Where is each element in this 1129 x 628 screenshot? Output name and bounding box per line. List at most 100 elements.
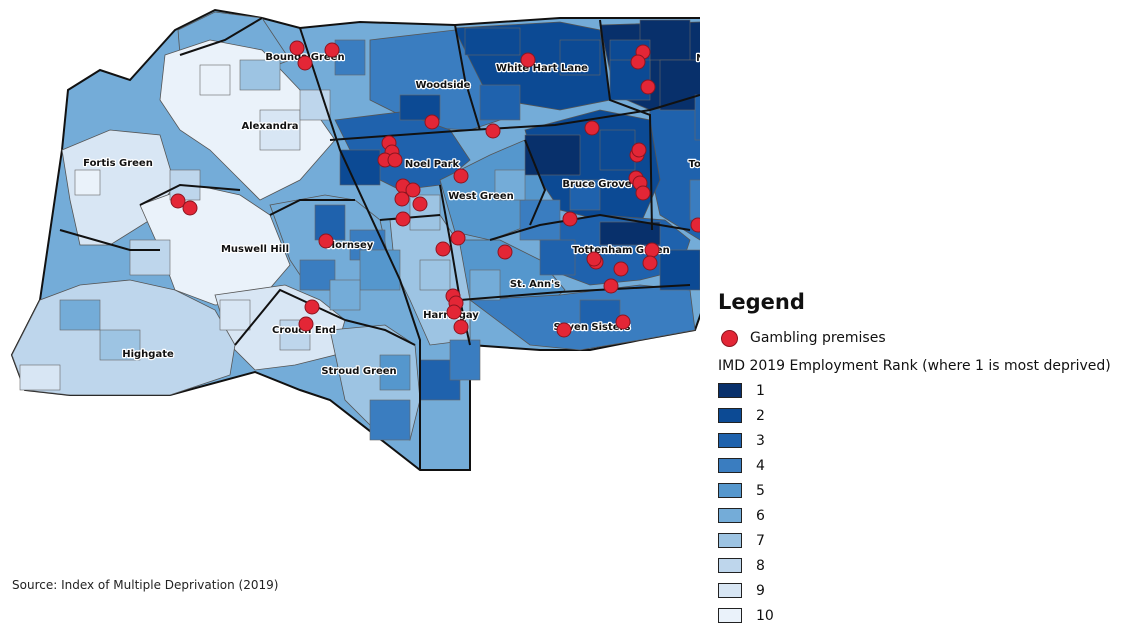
- ward-label: Tottenham Hale: [689, 159, 700, 170]
- gambling-premise-point: [170, 193, 186, 209]
- lsoa-area: [359, 249, 401, 291]
- legend-rank-swatch: [718, 583, 742, 598]
- legend-rank-swatch: [718, 383, 742, 398]
- ward-label: Seven Sisters: [554, 322, 631, 333]
- ward-boundary: [454, 24, 481, 131]
- ward-boundary: [299, 27, 421, 470]
- gambling-premise-point: [318, 233, 334, 249]
- lsoa-area: [599, 129, 636, 171]
- gambling-premise-point: [324, 42, 340, 58]
- gambling-premise-point: [520, 52, 536, 68]
- ward-label: West Green: [448, 191, 514, 202]
- ward-label: Highgate: [122, 349, 174, 360]
- lsoa-area: [199, 64, 231, 96]
- ward-boundary: [234, 288, 346, 346]
- lsoa-area: [99, 329, 141, 361]
- gambling-premise-point: [497, 244, 513, 260]
- legend-rank-row: 9: [718, 578, 1123, 603]
- gambling-premise-point: [298, 316, 314, 332]
- lsoa-area: [129, 239, 171, 276]
- gambling-premise-point: [562, 211, 578, 227]
- ward-label: Fortis Green: [83, 158, 153, 169]
- gambling-premise-point: [485, 123, 501, 139]
- gambling-premise-point: [304, 299, 320, 315]
- lsoa-area: [494, 169, 526, 201]
- ward-label: Bruce Grove: [562, 179, 631, 190]
- legend-gambling-row: Gambling premises: [718, 326, 1123, 350]
- lsoa-area: [334, 39, 366, 76]
- ward-boundary: [599, 19, 653, 231]
- legend-rank-label: 7: [756, 532, 765, 549]
- legend-rank-label: 10: [756, 607, 774, 624]
- legend-rank-label: 4: [756, 457, 765, 474]
- legend-rank-row: 5: [718, 478, 1123, 503]
- lsoa-area: [369, 399, 411, 441]
- source-note: Source: Index of Multiple Deprivation (2…: [12, 578, 279, 592]
- ward-label: Alexandra: [241, 121, 298, 132]
- legend-rank-swatch: [718, 608, 742, 623]
- gambling-premise-point: [297, 55, 313, 71]
- ward-boundary: [139, 183, 241, 206]
- legend-rank-swatch: [718, 433, 742, 448]
- legend-rank-swatch: [718, 483, 742, 498]
- lsoa-area: [524, 134, 581, 176]
- ward-boundary: [344, 319, 416, 346]
- lsoa-area: [659, 249, 700, 291]
- legend-rank-row: 7: [718, 528, 1123, 553]
- lsoa-area: [569, 179, 601, 211]
- gambling-premise-point: [631, 142, 647, 158]
- ward-boundary: [269, 199, 355, 216]
- legend-gambling-label: Gambling premises: [750, 330, 886, 346]
- lsoa-area: [19, 364, 61, 391]
- legend-rank-swatch: [718, 458, 742, 473]
- ward-label: Stroud Green: [321, 366, 396, 377]
- legend-rank-row: 2: [718, 403, 1123, 428]
- lsoa-area: [59, 299, 101, 331]
- lsoa-area: [219, 299, 251, 331]
- lsoa-area: [329, 279, 361, 311]
- gambling-premise-point: [644, 242, 660, 258]
- lsoa-area: [559, 39, 601, 76]
- legend-rank-row: 3: [718, 428, 1123, 453]
- gambling-premise-point: [424, 114, 440, 130]
- gambling-premise-point: [640, 79, 656, 95]
- legend-rank-label: 2: [756, 407, 765, 424]
- legend-rank-row: 10: [718, 603, 1123, 628]
- gambling-premise-point: [630, 54, 646, 70]
- lsoa-area: [599, 221, 661, 246]
- lsoa-area: [694, 94, 700, 141]
- gambling-premise-point: [394, 191, 410, 207]
- gambling-premises-points: [170, 40, 700, 338]
- lsoa-area: [419, 259, 451, 291]
- ward-boundary: [524, 139, 547, 226]
- legend-rank-row: 6: [718, 503, 1123, 528]
- gambling-premise-point: [584, 120, 600, 136]
- gambling-dot-icon: [721, 329, 738, 347]
- lsoa-area: [464, 27, 521, 56]
- lsoa-area: [469, 269, 501, 301]
- lsoa-area: [239, 59, 281, 91]
- ward-boundary: [59, 229, 160, 251]
- legend-rank-label: 9: [756, 582, 765, 599]
- ward-label: Woodside: [416, 80, 471, 91]
- ward-boundary: [459, 284, 691, 301]
- gambling-premise-point: [635, 185, 651, 201]
- gambling-premise-point: [405, 182, 421, 198]
- gambling-premise-point: [690, 217, 700, 233]
- gambling-premise-point: [453, 168, 469, 184]
- legend-rank-row: 1: [718, 378, 1123, 403]
- legend-rank-label: 8: [756, 557, 765, 574]
- ward-label: Northumberland Park: [696, 53, 700, 64]
- lsoa-area: [479, 84, 521, 121]
- gambling-premise-point: [603, 278, 619, 294]
- gambling-premise-point: [642, 255, 658, 271]
- lsoa-area: [259, 109, 301, 151]
- legend-rank-row: 4: [718, 453, 1123, 478]
- legend-rank-label: 3: [756, 432, 765, 449]
- legend-rank-swatch: [718, 408, 742, 423]
- lsoa-area: [539, 239, 576, 276]
- lsoa-area: [339, 149, 381, 186]
- lsoa-area: [379, 354, 411, 391]
